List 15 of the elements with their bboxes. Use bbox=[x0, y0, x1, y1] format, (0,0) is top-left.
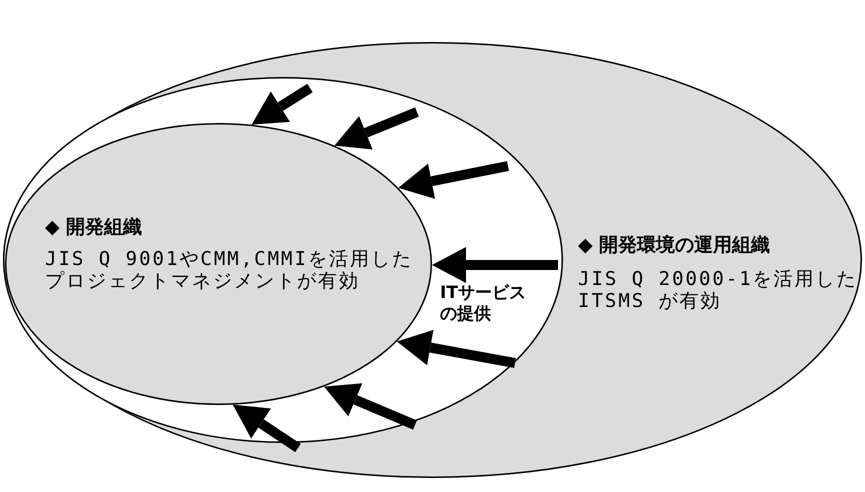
arrow bbox=[334, 107, 419, 150]
arrow bbox=[232, 404, 301, 452]
arrow bbox=[324, 383, 417, 430]
arrow bbox=[432, 247, 558, 283]
heading: ◆ 開発組織 bbox=[45, 215, 142, 240]
description-text: JIS Q 20000-1を活用したITSMS が有効 bbox=[578, 268, 859, 312]
outer-ellipse bbox=[3, 42, 862, 478]
arrow bbox=[252, 84, 313, 125]
description-text: JIS Q 9001やCMM,CMMIを活用したプロジェクトマネジメントが有効 bbox=[45, 248, 414, 292]
edge-label: ITサービスの提供 bbox=[440, 283, 527, 325]
arrow bbox=[398, 161, 509, 199]
heading: ◆ 開発環境の運用組織 bbox=[578, 233, 770, 258]
inner-ellipse bbox=[5, 123, 432, 405]
ring-ellipse bbox=[3, 77, 563, 443]
arrow bbox=[396, 330, 516, 368]
